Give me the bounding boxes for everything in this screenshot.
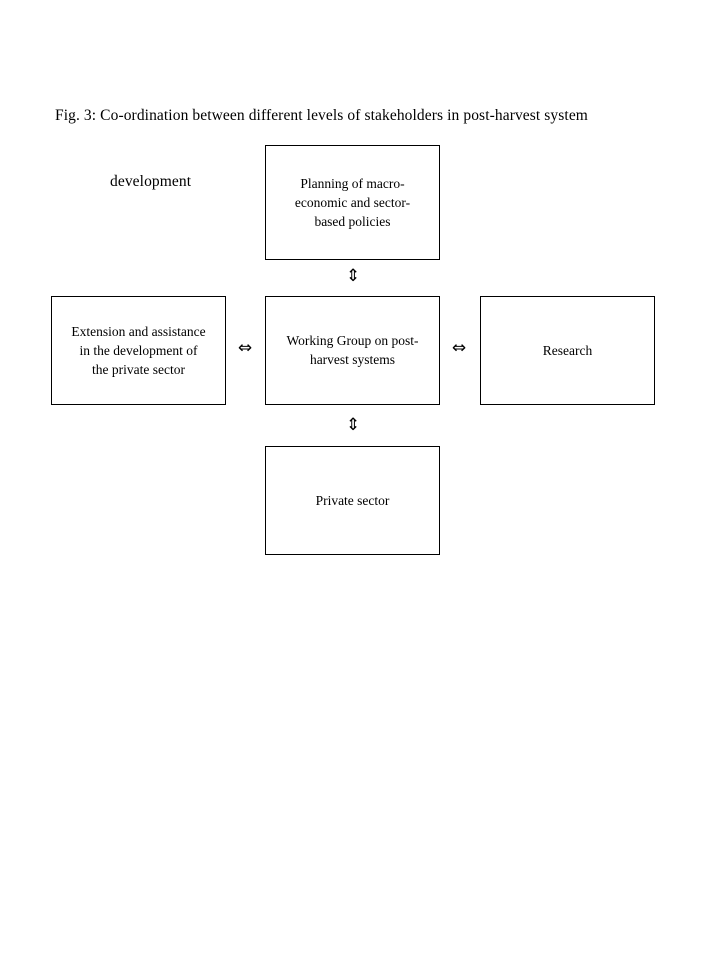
double-arrow-vertical-icon-planning-working-group: ⇕ — [345, 266, 361, 286]
figure-caption-line-1: Fig. 3: Co-ordination between different … — [55, 107, 588, 124]
node-box-working-group: Working Group on post- harvest systems — [265, 296, 440, 405]
node-label-extension: Extension and assistance in the developm… — [71, 324, 206, 377]
node-label-private-sector: Private sector — [315, 493, 390, 508]
node-box-research: Research — [480, 296, 655, 405]
double-arrow-horizontal-icon-extension-working-group: ⇔ — [237, 338, 253, 358]
node-box-extension: Extension and assistance in the developm… — [51, 296, 226, 405]
node-label-working-group: Working Group on post- harvest systems — [286, 333, 419, 367]
node-box-private-sector: Private sector — [265, 446, 440, 555]
figure-caption: Fig. 3: Co-ordination between different … — [55, 61, 675, 237]
double-arrow-vertical-icon-working-group-private-sector: ⇕ — [345, 415, 361, 435]
figure-caption-line-2: development — [110, 173, 192, 190]
node-box-planning: Planning of macro- economic and sector- … — [265, 145, 440, 260]
node-label-research: Research — [542, 343, 593, 358]
node-label-planning: Planning of macro- economic and sector- … — [294, 176, 411, 229]
double-arrow-horizontal-icon-working-group-research: ⇔ — [451, 338, 467, 358]
